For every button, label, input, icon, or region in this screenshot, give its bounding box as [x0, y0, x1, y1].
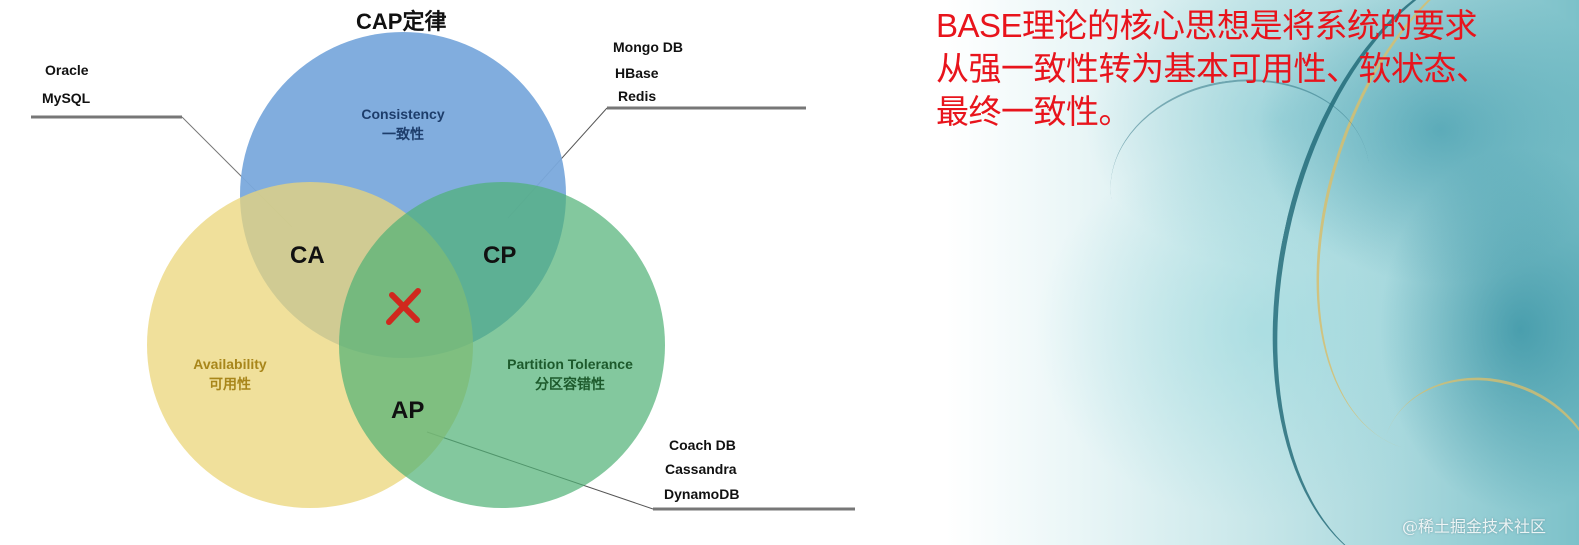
- consistency-label: Consistency 一致性: [343, 104, 463, 144]
- availability-label-zh: 可用性: [209, 376, 251, 392]
- diagram-title: CAP定律: [356, 9, 447, 34]
- db-couchdb: Coach DB: [669, 437, 736, 453]
- consistency-label-zh: 一致性: [382, 126, 424, 142]
- availability-label: Availability 可用性: [170, 354, 290, 394]
- db-mysql: MySQL: [42, 90, 91, 106]
- region-label-ca: CA: [290, 242, 325, 269]
- base-text-line-3: 最终一致性。: [936, 93, 1132, 130]
- consistency-label-en: Consistency: [361, 106, 445, 122]
- region-label-cp: CP: [483, 242, 517, 269]
- db-redis: Redis: [618, 88, 657, 104]
- db-oracle: Oracle: [45, 62, 89, 78]
- partition-label-zh: 分区容错性: [535, 376, 605, 392]
- region-label-ap: AP: [391, 397, 425, 424]
- base-text-line-2: 从强一致性转为基本可用性、软状态、: [936, 50, 1489, 87]
- watercolor-background: [860, 0, 1579, 545]
- availability-label-en: Availability: [193, 356, 267, 372]
- db-mongodb: Mongo DB: [613, 39, 683, 55]
- conflict-x-icon: [386, 288, 421, 325]
- db-hbase: HBase: [615, 65, 659, 81]
- base-theory-text: BASE理论的核心思想是将系统的要求 从强一致性转为基本可用性、软状态、 最终一…: [936, 4, 1576, 133]
- venn-diagram: [31, 32, 855, 511]
- partition-circle: [339, 182, 665, 508]
- partition-label-en: Partition Tolerance: [507, 356, 633, 372]
- db-cassandra: Cassandra: [665, 461, 737, 477]
- partition-label: Partition Tolerance 分区容错性: [490, 354, 650, 394]
- watermark: @稀土掘金技术社区: [1402, 517, 1547, 536]
- base-text-line-1: BASE理论的核心思想是将系统的要求: [936, 7, 1478, 44]
- db-dynamodb: DynamoDB: [664, 486, 740, 502]
